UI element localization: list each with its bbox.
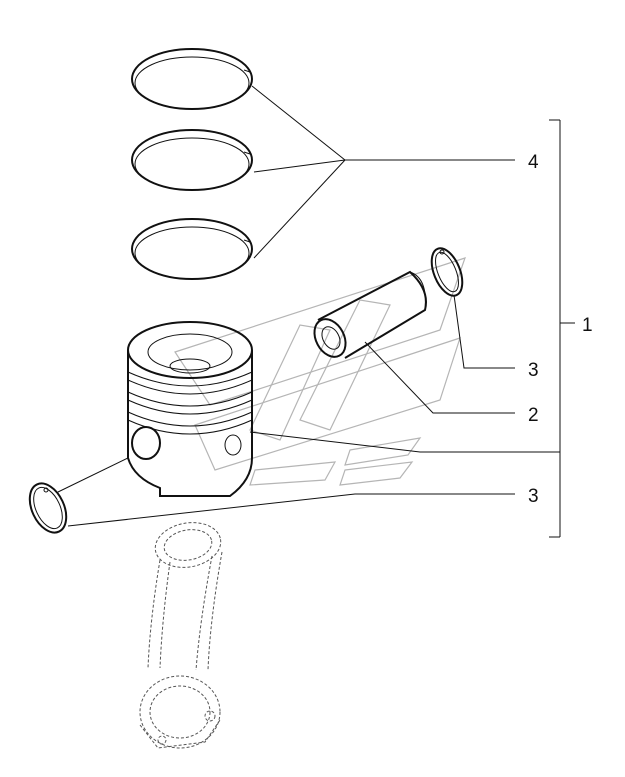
leader-lines — [57, 85, 575, 538]
callout-assembly: 1 — [582, 315, 593, 336]
callout-pin: 2 — [528, 405, 539, 426]
callout-circlip-left: 3 — [528, 486, 539, 507]
callout-rings: 4 — [528, 152, 539, 173]
piston-ring-bottom — [131, 218, 253, 280]
piston-ring-middle — [131, 129, 253, 191]
circlip-left — [28, 482, 68, 534]
piston-ring-top — [131, 48, 253, 110]
connecting-rod — [139, 522, 223, 749]
callout-circlip-right: 3 — [528, 360, 539, 381]
circlip-right — [430, 247, 464, 297]
piston-pin — [313, 270, 427, 359]
watermark-emblem — [174, 257, 466, 486]
piston — [127, 321, 253, 497]
